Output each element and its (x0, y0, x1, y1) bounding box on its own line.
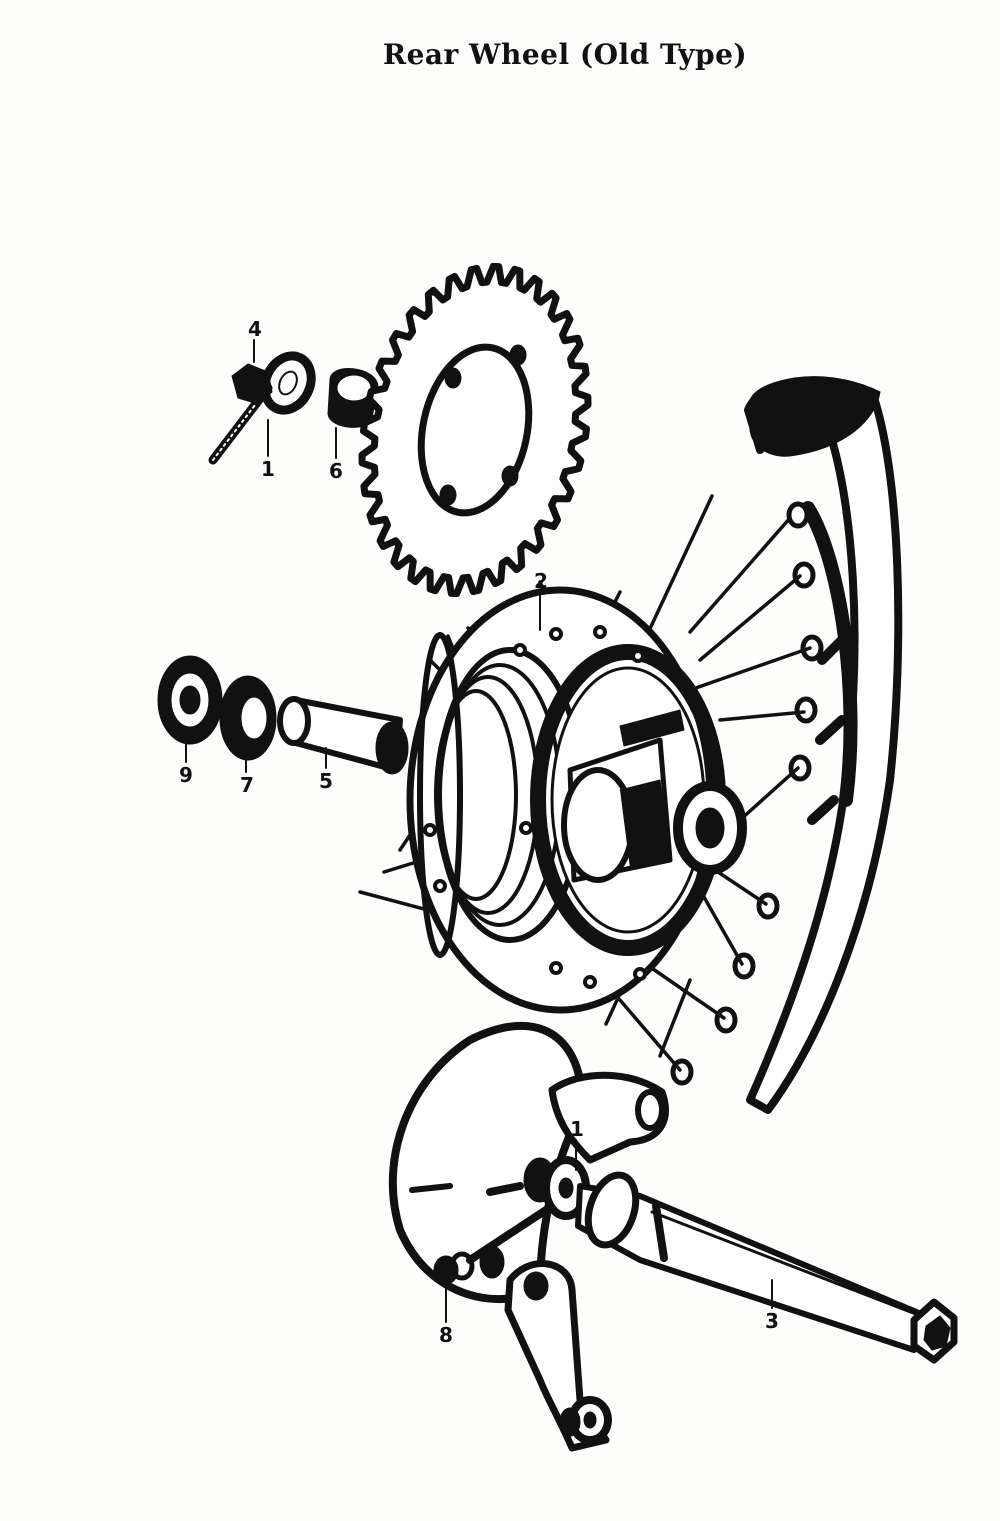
callout-3: 3 (765, 1309, 779, 1333)
bearing-9 (157, 655, 223, 745)
leader-lines (185, 339, 773, 1323)
axle-spacer-5 (277, 696, 409, 775)
callout-6: 6 (329, 459, 343, 483)
callout-7: 7 (240, 773, 254, 797)
bolt-assembly-top (208, 351, 316, 465)
rear-axle (575, 1171, 958, 1364)
callout-9: 9 (179, 763, 193, 787)
callout-4: 4 (248, 317, 262, 341)
diagram-title: Rear Wheel (Old Type) (382, 38, 748, 71)
wheel-rim (670, 376, 903, 1114)
callout-8: 8 (439, 1323, 453, 1347)
callout-5: 5 (319, 769, 333, 793)
bearing-7 (219, 675, 277, 761)
callout-labels: 4 1 6 2 9 7 5 1 8 3 (179, 317, 779, 1347)
callout-1-bottom: 1 (570, 1117, 584, 1141)
brake-arm (504, 1260, 612, 1452)
callout-1-top: 1 (261, 457, 275, 481)
sprocket (358, 262, 592, 598)
callout-2: 2 (534, 569, 548, 593)
brake-panel (388, 1021, 669, 1304)
wheel-hub (406, 586, 747, 1014)
